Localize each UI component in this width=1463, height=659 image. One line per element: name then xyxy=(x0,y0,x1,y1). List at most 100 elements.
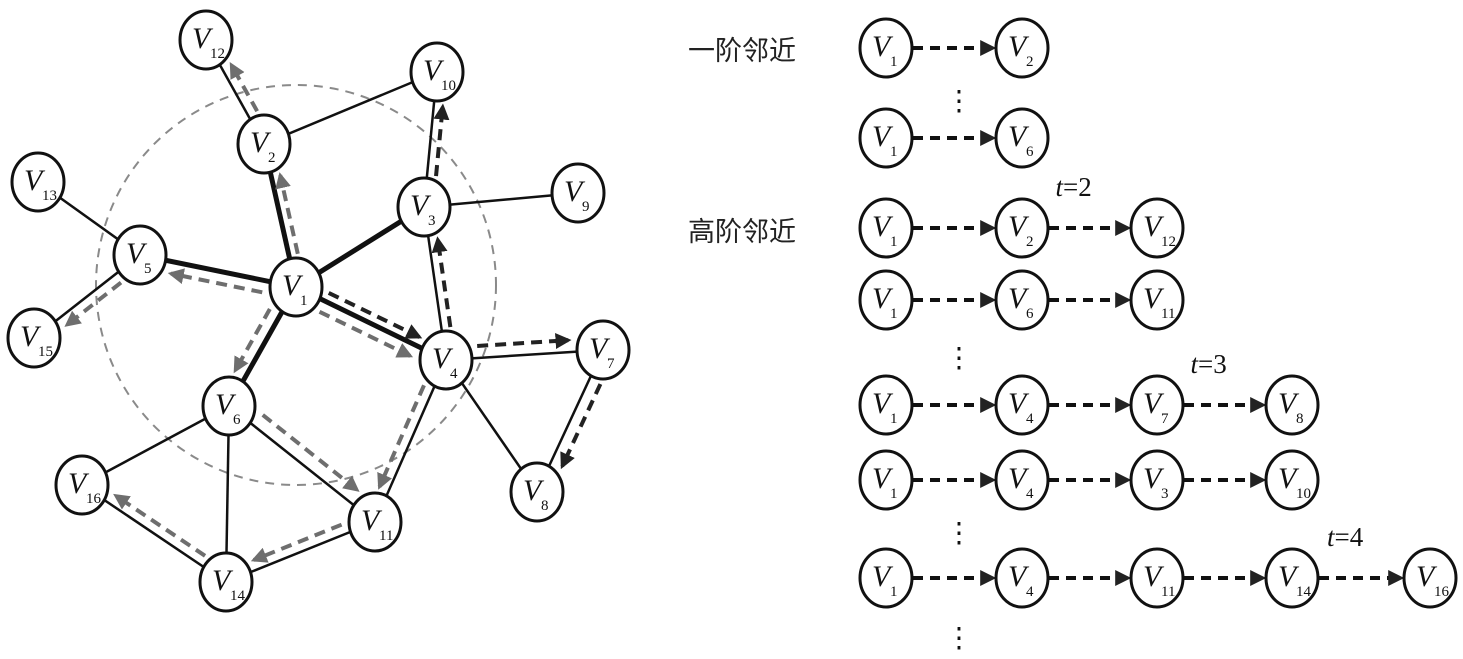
node-label: V xyxy=(872,387,894,420)
node-label: V xyxy=(432,342,454,375)
node-circle xyxy=(858,107,914,169)
node-circle xyxy=(1129,374,1185,436)
node-circle xyxy=(994,197,1050,259)
walk-arrow-v11-v14 xyxy=(250,522,343,563)
node-subscript: 1 xyxy=(890,54,898,70)
node-label: V xyxy=(1416,560,1438,593)
walk-arrows xyxy=(64,62,603,563)
node-subscript: 2 xyxy=(268,150,276,166)
node-label: V xyxy=(20,320,42,353)
node-subscript: 10 xyxy=(1296,486,1311,502)
node-subscript: 4 xyxy=(1026,584,1034,600)
first-order-label: 一阶邻近 xyxy=(688,36,796,67)
node-circle xyxy=(994,269,1050,331)
node-label: V xyxy=(872,120,894,153)
walk-length-label: t=3 xyxy=(1191,349,1227,379)
node-subscript: 4 xyxy=(1026,486,1034,502)
node-subscript: 11 xyxy=(379,528,393,544)
node-subscript: 1 xyxy=(890,144,898,160)
node-circle xyxy=(509,461,565,523)
node-label: V xyxy=(361,504,383,537)
node-subscript: 14 xyxy=(230,588,246,604)
node-subscript: 1 xyxy=(890,584,898,600)
high-order-label: 高阶邻近 xyxy=(688,217,796,248)
node-label: V xyxy=(1143,282,1165,315)
node-label: V xyxy=(872,560,894,593)
node-subscript: 4 xyxy=(450,366,458,382)
node-label: V xyxy=(1008,282,1030,315)
node-subscript: 16 xyxy=(86,491,102,507)
node-circle xyxy=(236,113,292,175)
node-label: V xyxy=(1008,387,1030,420)
walk-arrow-v5-v15 xyxy=(64,281,123,327)
node-circle xyxy=(994,374,1050,436)
node-subscript: 1 xyxy=(890,306,898,322)
node-label: V xyxy=(126,237,148,270)
node-circle xyxy=(1402,547,1458,609)
node-label: V xyxy=(523,474,545,507)
node-subscript: 11 xyxy=(1161,306,1175,322)
node-label: V xyxy=(282,269,304,302)
node-label: V xyxy=(1143,387,1165,420)
node-label: V xyxy=(1008,30,1030,63)
walk-arrow-v3-v10 xyxy=(433,103,450,177)
ellipsis-dots: ⋮ xyxy=(945,516,973,549)
node-label: V xyxy=(1008,462,1030,495)
walk-arrow-v1-v6 xyxy=(233,308,272,374)
node-circle xyxy=(1129,197,1185,259)
node-subscript: 10 xyxy=(441,78,456,94)
node-circle xyxy=(1264,449,1320,511)
node-label: V xyxy=(250,126,272,159)
node-subscript: 7 xyxy=(607,356,615,372)
node-circle xyxy=(994,107,1050,169)
node-label: V xyxy=(1143,462,1165,495)
node-subscript: 1 xyxy=(890,234,898,250)
node-circle xyxy=(54,454,110,516)
node-circle xyxy=(858,374,914,436)
node-subscript: 6 xyxy=(1026,144,1034,160)
walk-arrow-v4-v7 xyxy=(477,333,572,349)
node-circle xyxy=(858,269,914,331)
walk-length-label: t=2 xyxy=(1056,172,1092,202)
node-subscript: 11 xyxy=(1161,584,1175,600)
node-subscript: 13 xyxy=(42,188,57,204)
node-circle xyxy=(1264,547,1320,609)
walk-arrow-v1-v4 xyxy=(327,291,423,339)
node-circle xyxy=(575,319,631,381)
node-circle xyxy=(858,449,914,511)
node-label: V xyxy=(68,467,90,500)
neighborhood-circle xyxy=(95,84,497,486)
node-circle xyxy=(550,162,606,224)
node-circle xyxy=(1129,547,1185,609)
edge-v6-v11 xyxy=(228,405,376,523)
node-subscript: 8 xyxy=(1296,411,1304,427)
walk-arrow-v1-v2 xyxy=(275,172,300,255)
node-label: V xyxy=(212,564,234,597)
edge-v2-v10 xyxy=(263,70,438,146)
walk-arrow-v4-v11 xyxy=(377,384,426,490)
node-circle xyxy=(201,375,257,437)
